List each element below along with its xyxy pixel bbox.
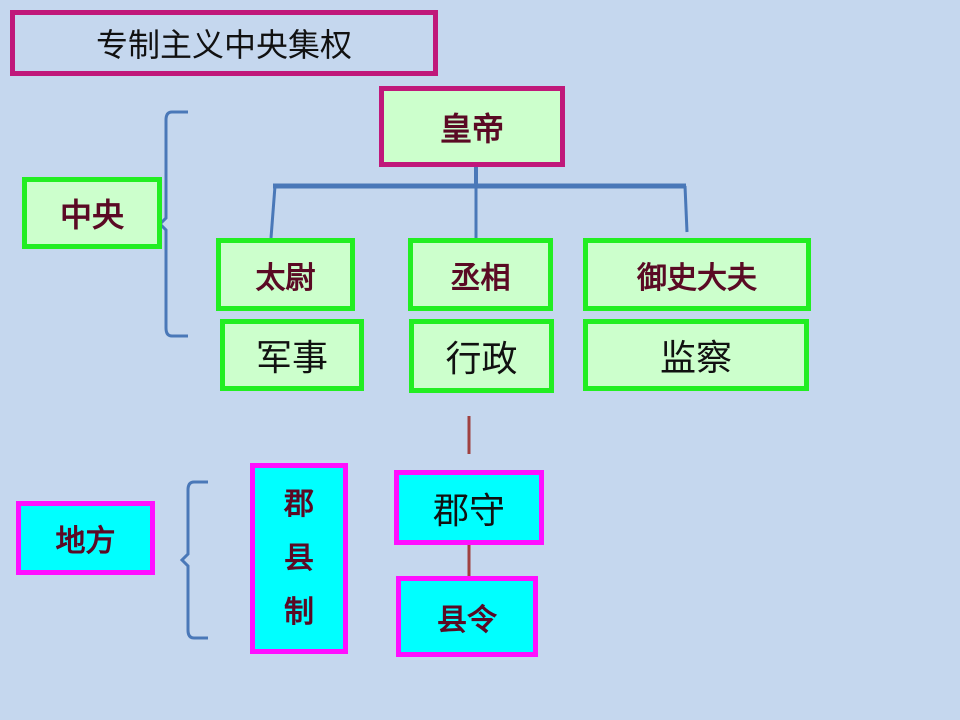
emperor-label: 皇帝 (439, 109, 504, 148)
official-title: 丞相 (450, 260, 511, 296)
junshou-box: 郡守 (394, 470, 544, 545)
official-title: 御史大夫 (637, 260, 757, 296)
emperor-box: 皇帝 (379, 86, 565, 167)
duty-supervision-box: 监察 (583, 319, 809, 391)
local-label: 地方 (55, 524, 116, 559)
official-yushi-box: 御史大夫 (583, 238, 811, 311)
duty-label: 监察 (659, 338, 732, 379)
junxian-system-box: 郡 县 制 (250, 463, 348, 654)
branch-taiwei (269, 185, 277, 239)
page-title: 专制主义中央集权 (95, 26, 352, 64)
central-bracket (157, 110, 188, 338)
duty-label: 军事 (255, 338, 328, 379)
central-label: 中央 (59, 196, 124, 234)
duty-label: 行政 (445, 339, 518, 380)
duty-admin-box: 行政 (409, 319, 554, 393)
official-title: 太尉 (255, 260, 316, 296)
page-title-box: 专制主义中央集权 (10, 10, 438, 76)
official-chengxiang-box: 丞相 (408, 238, 553, 311)
system-char: 县 (284, 540, 314, 576)
central-label-box: 中央 (22, 177, 162, 249)
xianling-box: 县令 (396, 576, 538, 657)
duty-military-box: 军事 (220, 319, 364, 391)
official-taiwei-box: 太尉 (216, 238, 355, 311)
local-level-label: 县令 (437, 602, 497, 638)
local-level-label: 郡守 (432, 490, 505, 532)
local-bracket (179, 480, 208, 640)
local-label-box: 地方 (16, 501, 155, 575)
branch-yushi (683, 185, 689, 233)
system-char: 郡 (284, 486, 314, 522)
system-char: 制 (284, 594, 314, 630)
